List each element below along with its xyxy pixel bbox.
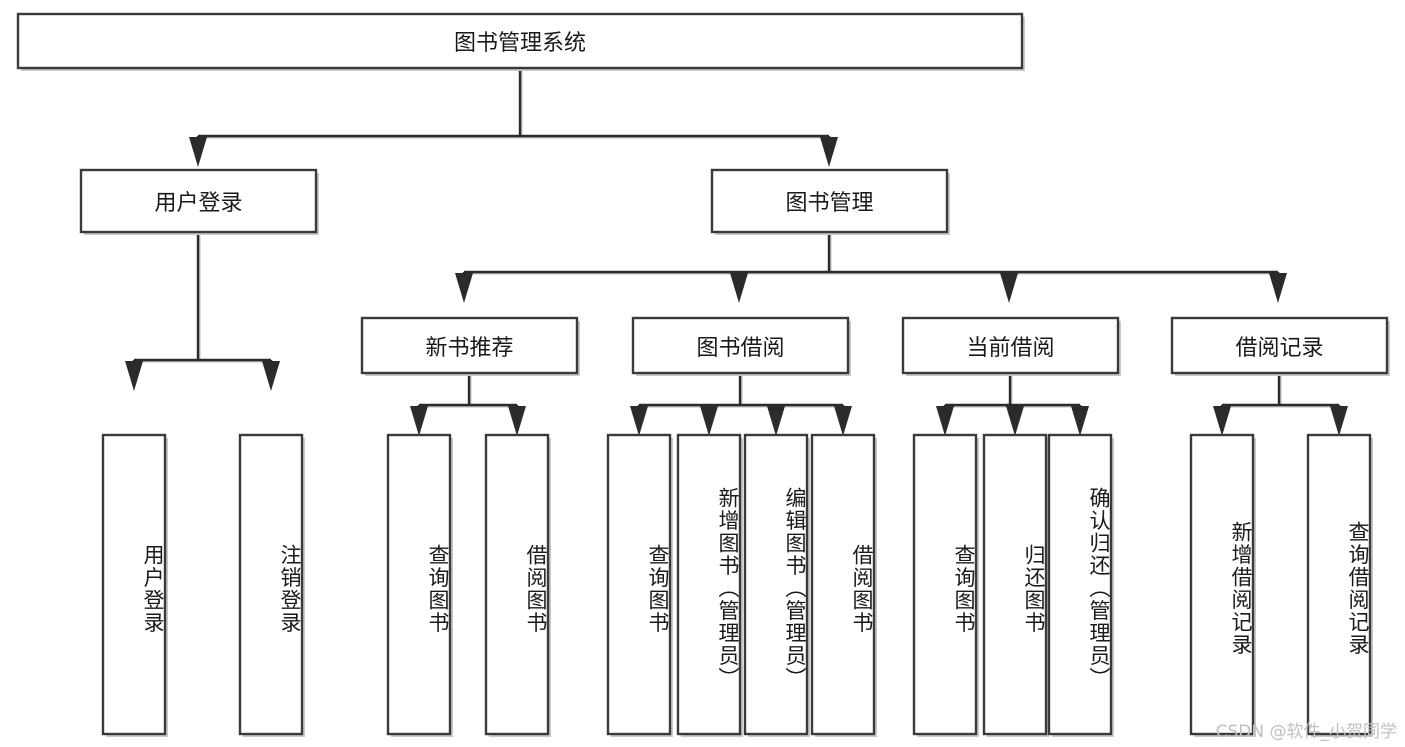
- connectors-layer: [125, 68, 1348, 436]
- node-box-new-book-recommend[interactable]: [360, 316, 579, 375]
- node-box-leaf-edit-book-admin[interactable]: [743, 433, 809, 736]
- node-box-borrow-record[interactable]: [1170, 316, 1389, 375]
- connector-current-to-leaves: [936, 373, 1089, 436]
- node-box-book-borrow[interactable]: [631, 316, 850, 375]
- connector-record-to-leaves: [1213, 373, 1348, 436]
- node-box-leaf-confirm-return-admin[interactable]: [1047, 433, 1113, 736]
- node-box-leaf-query-borrow-record[interactable]: [1306, 433, 1372, 736]
- node-box-leaf-query-book-recommend[interactable]: [386, 433, 452, 736]
- node-box-leaf-user-login[interactable]: [101, 433, 167, 736]
- node-box-leaf-add-book-admin[interactable]: [676, 433, 742, 736]
- connector-user-login-to-leaves: [125, 232, 280, 391]
- node-box-leaf-borrow-book-recommend[interactable]: [484, 433, 550, 736]
- node-box-leaf-logout-login[interactable]: [238, 433, 304, 736]
- node-box-user-login[interactable]: [79, 168, 318, 234]
- connector-borrow-to-leaves: [630, 373, 852, 436]
- node-box-current-borrow[interactable]: [901, 316, 1120, 375]
- node-box-book-manage[interactable]: [710, 168, 949, 234]
- node-box-leaf-borrow-book[interactable]: [810, 433, 876, 736]
- node-box-leaf-query-book-current[interactable]: [912, 433, 978, 736]
- connector-recommend-to-leaves: [410, 373, 526, 436]
- node-box-leaf-return-book[interactable]: [982, 433, 1048, 736]
- connector-book-manage-to-level3: [455, 232, 1287, 303]
- node-box-leaf-query-book-borrow[interactable]: [606, 433, 672, 736]
- node-box-leaf-add-borrow-record[interactable]: [1189, 433, 1255, 736]
- connector-root-to-level2: [189, 68, 838, 167]
- boxes-layer: [16, 12, 1390, 737]
- node-box-root[interactable]: [16, 12, 1024, 70]
